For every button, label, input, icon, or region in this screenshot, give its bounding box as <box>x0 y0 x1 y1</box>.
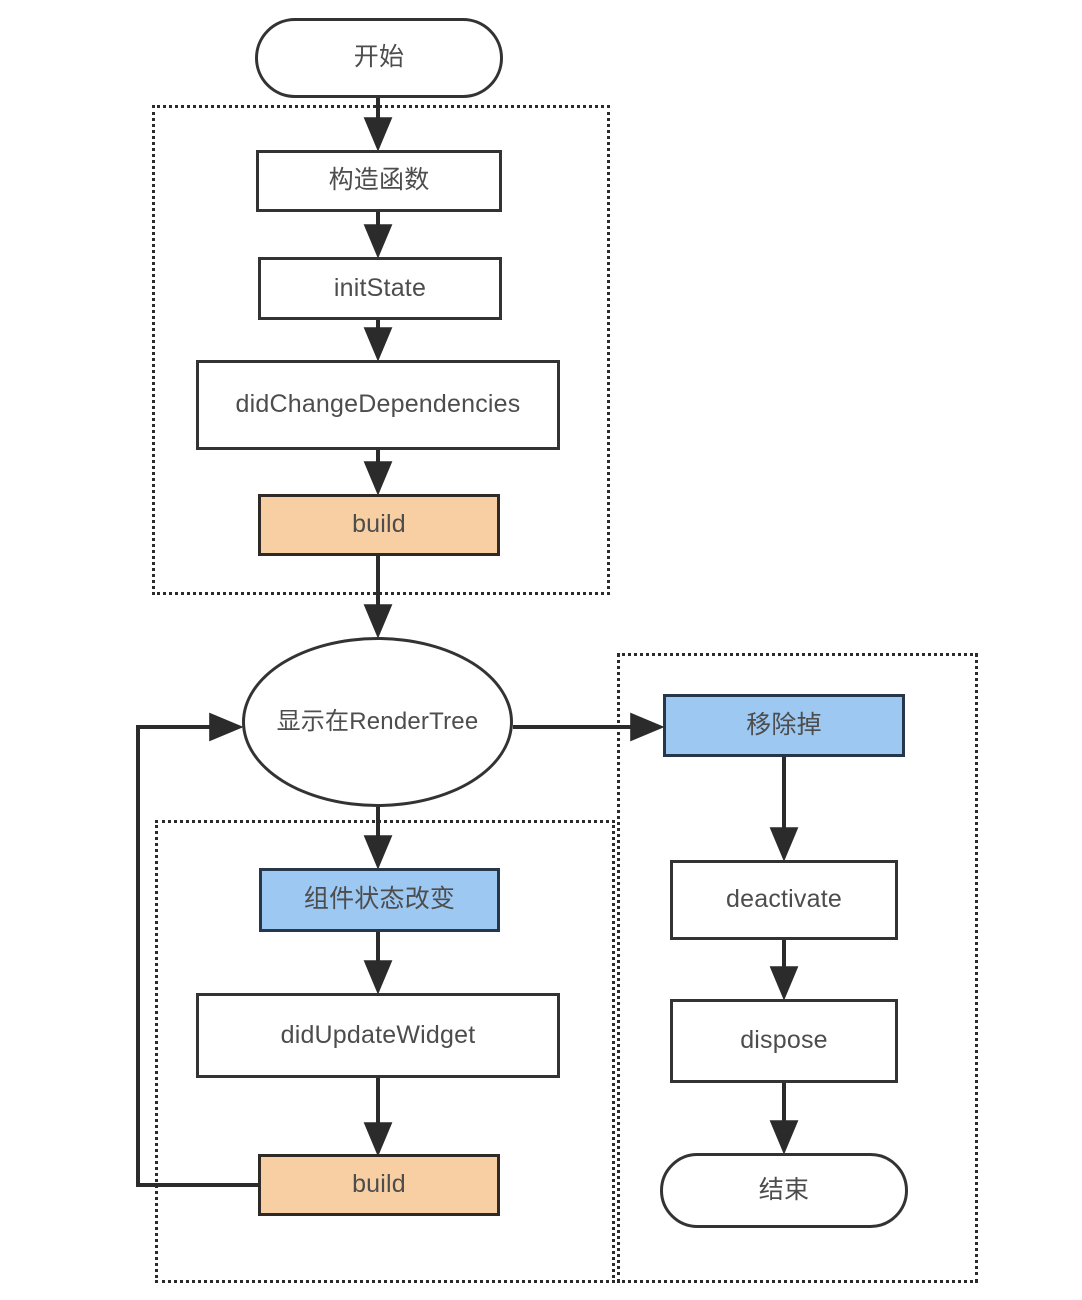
node-start[interactable]: 开始 <box>255 18 503 98</box>
node-end[interactable]: 结束 <box>660 1153 908 1228</box>
node-build-update[interactable]: build <box>258 1154 500 1216</box>
node-did-change-dependencies[interactable]: didChangeDependencies <box>196 360 560 450</box>
node-init-state[interactable]: initState <box>258 257 502 320</box>
node-deactivate[interactable]: deactivate <box>670 860 898 940</box>
disposal-group-frame <box>617 653 978 1283</box>
node-state-changed[interactable]: 组件状态改变 <box>259 868 500 932</box>
node-constructor[interactable]: 构造函数 <box>256 150 502 212</box>
node-dispose[interactable]: dispose <box>670 999 898 1083</box>
node-removed[interactable]: 移除掉 <box>663 694 905 757</box>
node-did-update-widget[interactable]: didUpdateWidget <box>196 993 560 1078</box>
node-render-tree[interactable]: 显示在RenderTree <box>242 637 513 807</box>
node-build-initial[interactable]: build <box>258 494 500 556</box>
initialization-group-frame <box>152 105 610 595</box>
